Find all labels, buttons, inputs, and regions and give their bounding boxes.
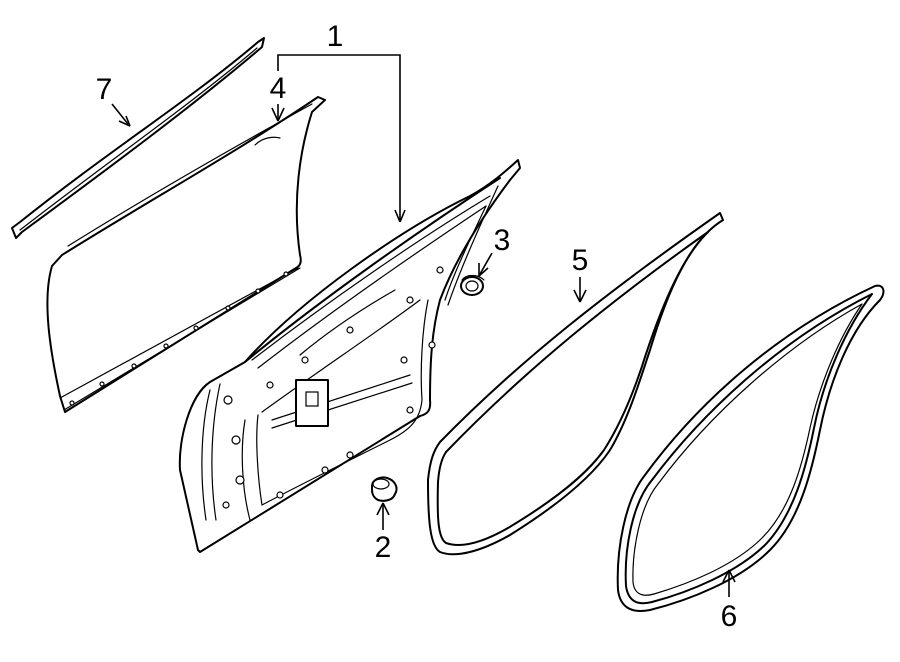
callout-7: 7	[96, 73, 113, 106]
part-4-outer-door-panel	[46, 96, 326, 413]
leader-1-bracket	[277, 54, 401, 222]
leader-lines	[111, 54, 736, 597]
callout-2: 2	[375, 531, 392, 564]
callout-5: 5	[572, 244, 589, 277]
part-5-weatherstrip	[427, 212, 724, 556]
callout-3: 3	[494, 224, 511, 257]
callout-1: 1	[327, 20, 344, 53]
part-7-belt-moulding	[11, 37, 265, 239]
part-1-door-shell	[178, 159, 521, 553]
callout-4: 4	[270, 72, 287, 105]
part-3-grommet	[460, 274, 485, 296]
callout-6: 6	[721, 600, 738, 633]
part-2-bumper	[371, 476, 398, 502]
part-6-weatherstrip	[616, 284, 885, 612]
